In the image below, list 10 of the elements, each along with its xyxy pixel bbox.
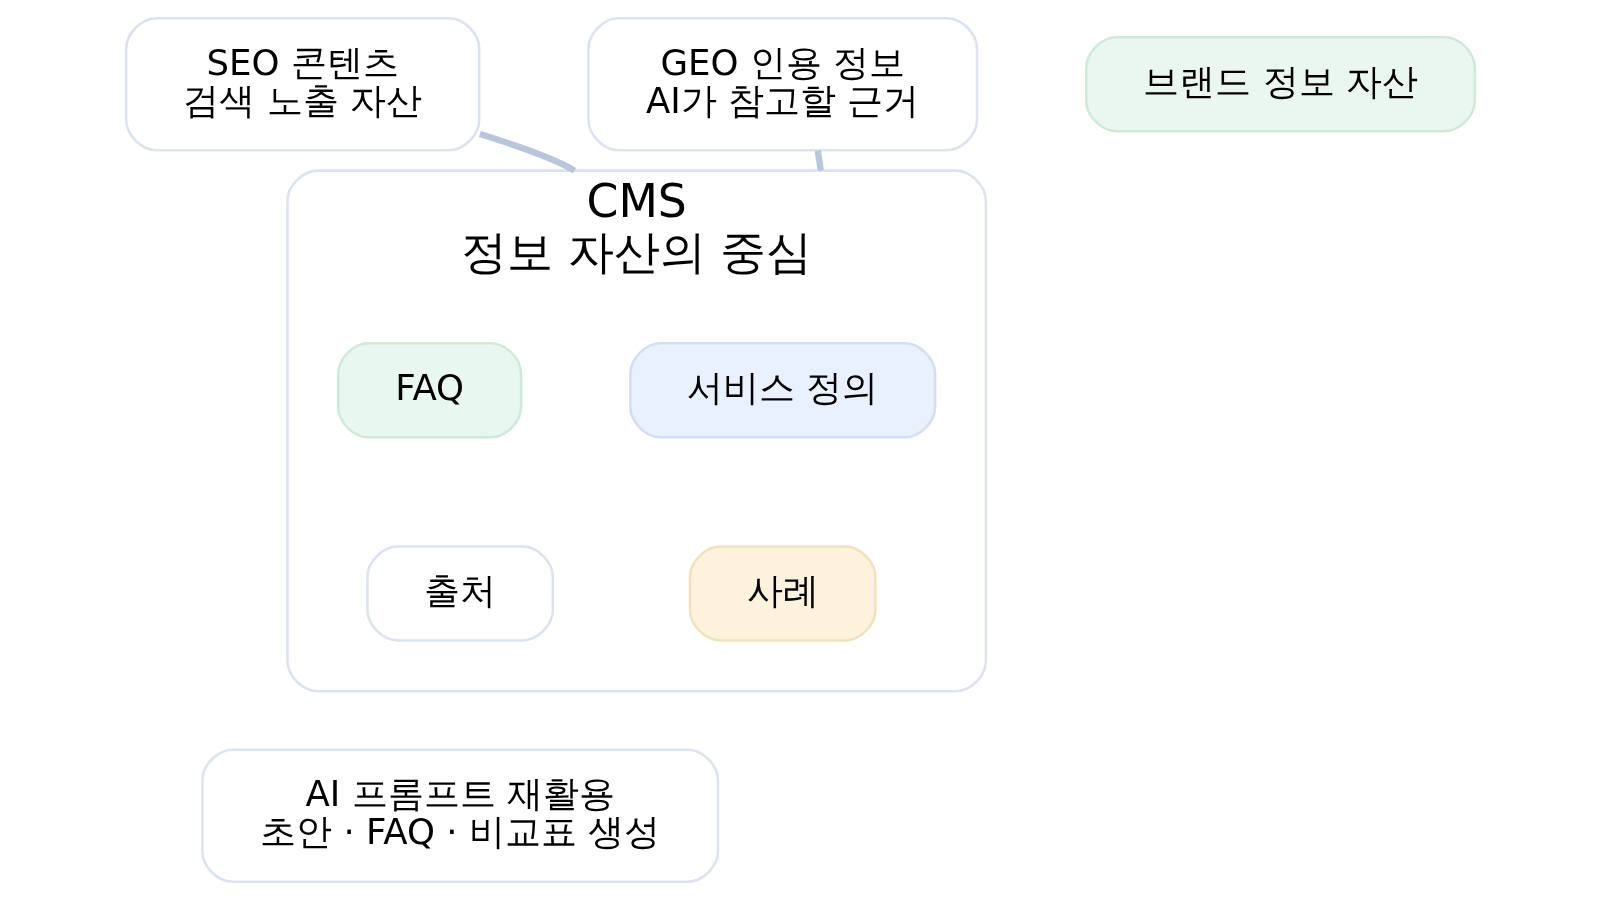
node-box: 서비스 정의 [628, 342, 936, 439]
node-box: 브랜드 정보 자산 [1084, 36, 1476, 133]
node-box: FAQ [336, 342, 522, 439]
node-box: GEO 인용 정보 AI가 참고할 근거 [586, 16, 978, 152]
node-box: AI 프롬프트 재활용 초안 · FAQ · 비교표 생성 [200, 748, 719, 884]
node-box: 출처 [365, 545, 554, 642]
node-box: 사례 [688, 545, 877, 642]
node-box: SEO 콘텐츠 검색 노출 자산 [124, 16, 480, 152]
connector [478, 131, 576, 174]
connector [814, 150, 824, 171]
